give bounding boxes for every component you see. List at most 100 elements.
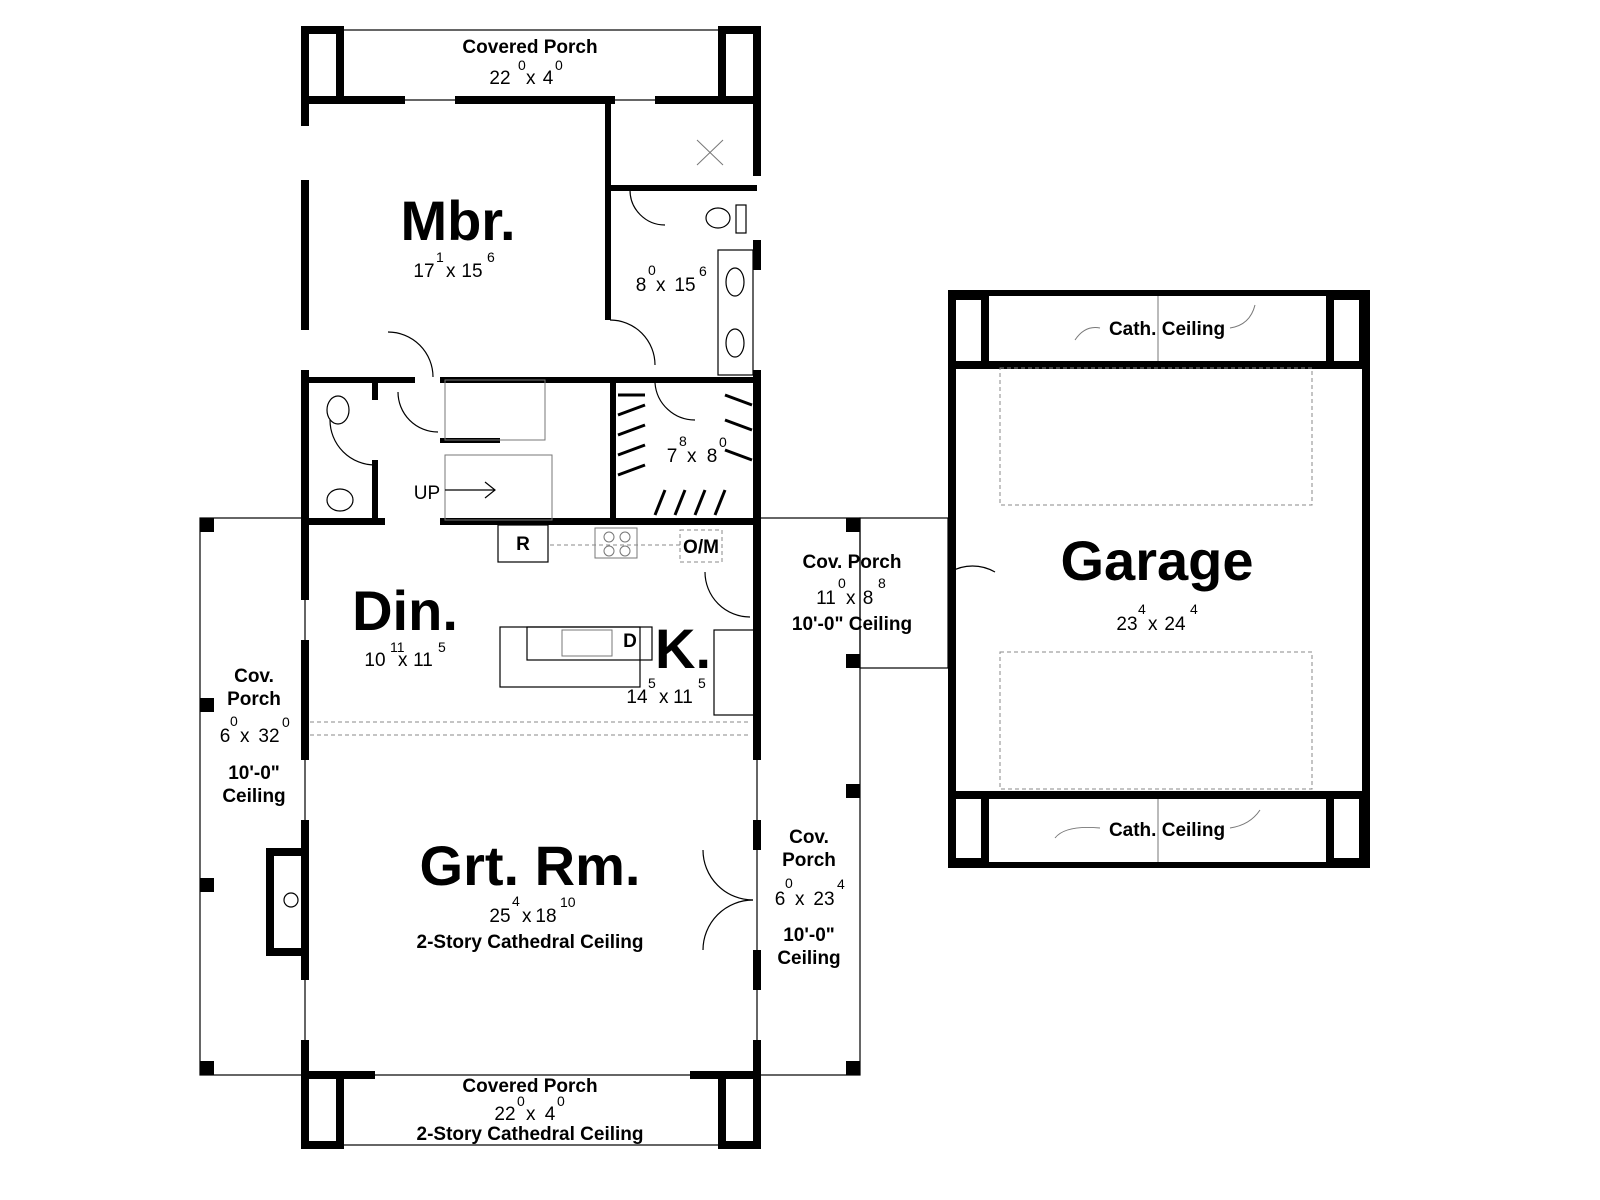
closet-label: 7 8 x 8 0 xyxy=(667,433,727,467)
porch-posts xyxy=(200,518,860,1075)
svg-text:10: 10 xyxy=(560,894,576,910)
svg-text:8: 8 xyxy=(707,446,718,467)
svg-text:0: 0 xyxy=(838,575,846,591)
svg-text:K.: K. xyxy=(655,617,711,680)
svg-text:6: 6 xyxy=(220,726,231,747)
svg-text:Covered Porch: Covered Porch xyxy=(462,1076,597,1097)
svg-text:0: 0 xyxy=(557,1093,565,1109)
right-porch-label: Cov. Porch 6 0 x 23 4 10'-0" Ceiling xyxy=(775,827,845,969)
svg-text:15: 15 xyxy=(674,275,695,296)
svg-text:18: 18 xyxy=(535,906,556,927)
svg-text:x: x xyxy=(240,726,250,747)
svg-text:24: 24 xyxy=(1164,614,1186,635)
svg-text:11: 11 xyxy=(390,639,405,655)
svg-text:10'-0": 10'-0" xyxy=(783,925,835,946)
svg-text:4: 4 xyxy=(1190,601,1198,617)
svg-text:8: 8 xyxy=(863,588,874,609)
svg-text:14: 14 xyxy=(626,687,648,708)
svg-text:Cath. Ceiling: Cath. Ceiling xyxy=(1109,820,1225,841)
svg-text:x: x xyxy=(846,588,856,609)
bottom-porch-label: Covered Porch 22 0 x 4 0 2-Story Cathedr… xyxy=(417,1076,644,1145)
svg-text:10'-0": 10'-0" xyxy=(228,763,280,784)
svg-text:23: 23 xyxy=(1116,614,1137,635)
svg-text:4: 4 xyxy=(1138,601,1146,617)
svg-text:22: 22 xyxy=(489,68,510,89)
bath-label: 8 0 x 15 6 xyxy=(636,262,707,296)
svg-text:Ceiling: Ceiling xyxy=(777,948,840,969)
svg-text:4: 4 xyxy=(837,876,845,892)
kitchen-label: K. 14 5 x 11 5 xyxy=(626,617,711,708)
svg-text:10'-0" Ceiling: 10'-0" Ceiling xyxy=(792,614,912,635)
svg-text:22: 22 xyxy=(494,1104,515,1125)
svg-text:23: 23 xyxy=(813,889,834,910)
svg-text:Porch: Porch xyxy=(227,689,281,710)
svg-text:Mbr.: Mbr. xyxy=(400,189,515,252)
svg-text:2-Story Cathedral Ceiling: 2-Story Cathedral Ceiling xyxy=(417,1124,644,1145)
mid-porch-label: Cov. Porch 11 0 x 8 8 10'-0" Ceiling xyxy=(792,552,912,635)
mbr-label: Mbr. 17 1 x 15 6 xyxy=(400,189,515,282)
svg-text:11: 11 xyxy=(816,588,836,609)
svg-text:8: 8 xyxy=(878,575,886,591)
svg-text:x: x xyxy=(526,68,536,89)
svg-text:x: x xyxy=(526,1104,536,1125)
svg-text:x: x xyxy=(659,687,669,708)
svg-text:x: x xyxy=(398,650,408,671)
svg-text:1: 1 xyxy=(436,249,444,265)
svg-text:Cov.: Cov. xyxy=(789,827,829,848)
svg-text:Ceiling: Ceiling xyxy=(222,786,285,807)
svg-text:x: x xyxy=(446,261,456,282)
oven-label: O/M xyxy=(683,537,719,558)
din-label: Din. 10 11 x 11 5 xyxy=(352,579,458,671)
left-porch-label: Cov. Porch 6 0 x 32 0 10'-0" Ceiling xyxy=(220,666,290,807)
svg-text:x: x xyxy=(1148,614,1158,635)
svg-text:Covered Porch: Covered Porch xyxy=(462,37,597,58)
svg-text:Cov. Porch: Cov. Porch xyxy=(803,552,902,573)
fridge-label: R xyxy=(516,534,530,555)
svg-text:8: 8 xyxy=(679,433,687,449)
svg-text:0: 0 xyxy=(648,262,656,278)
svg-text:0: 0 xyxy=(785,875,793,891)
svg-text:7: 7 xyxy=(667,446,678,467)
svg-text:4: 4 xyxy=(545,1104,556,1125)
svg-text:8: 8 xyxy=(636,275,647,296)
stairs-up-label: UP xyxy=(414,483,440,504)
svg-text:4: 4 xyxy=(512,893,520,909)
svg-text:x: x xyxy=(687,446,697,467)
svg-text:Porch: Porch xyxy=(782,850,836,871)
great-room-label: Grt. Rm. 25 4 x 18 10 2-Story Cathedral … xyxy=(417,834,644,953)
svg-text:0: 0 xyxy=(230,713,238,729)
svg-text:2-Story Cathedral Ceiling: 2-Story Cathedral Ceiling xyxy=(417,932,644,953)
garage-label: Garage 23 4 x 24 4 Cath. Ceiling Cath. C… xyxy=(1061,319,1254,841)
svg-text:6: 6 xyxy=(775,889,786,910)
svg-text:6: 6 xyxy=(487,249,495,265)
svg-text:0: 0 xyxy=(518,57,526,73)
svg-text:Cov.: Cov. xyxy=(234,666,274,687)
svg-text:5: 5 xyxy=(438,639,446,655)
svg-text:11: 11 xyxy=(673,687,693,708)
svg-text:17: 17 xyxy=(413,261,434,282)
svg-text:0: 0 xyxy=(555,57,563,73)
svg-text:0: 0 xyxy=(282,714,290,730)
svg-text:0: 0 xyxy=(719,434,727,450)
svg-text:10: 10 xyxy=(364,650,385,671)
walls xyxy=(266,96,1370,1080)
svg-text:Cath. Ceiling: Cath. Ceiling xyxy=(1109,319,1225,340)
fixtures xyxy=(283,139,1313,951)
svg-text:5: 5 xyxy=(648,675,656,691)
svg-text:32: 32 xyxy=(258,726,279,747)
dishwasher-label: D xyxy=(623,631,637,652)
svg-text:11: 11 xyxy=(413,650,433,671)
svg-text:6: 6 xyxy=(699,263,707,279)
svg-text:Grt. Rm.: Grt. Rm. xyxy=(420,834,641,897)
svg-text:x: x xyxy=(795,889,805,910)
svg-text:5: 5 xyxy=(698,675,706,691)
svg-text:4: 4 xyxy=(543,68,554,89)
svg-text:x: x xyxy=(522,906,532,927)
svg-text:15: 15 xyxy=(461,261,482,282)
svg-text:25: 25 xyxy=(489,906,510,927)
svg-text:x: x xyxy=(656,275,666,296)
svg-text:Garage: Garage xyxy=(1061,529,1254,592)
svg-text:0: 0 xyxy=(517,1093,525,1109)
top-porch-label: Covered Porch 22 0 x 4 0 xyxy=(462,37,597,89)
